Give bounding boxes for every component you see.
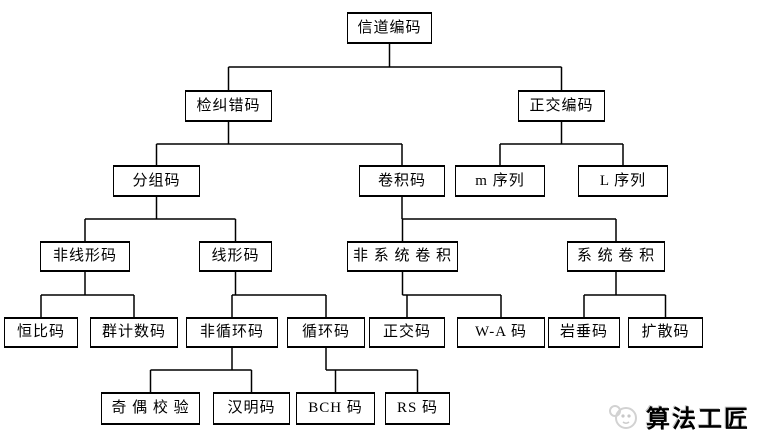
- node-hamming-code: 汉明码: [213, 392, 290, 425]
- node-orthogonal-coding: 正交编码: [518, 90, 605, 122]
- node-l-sequence: L 序列: [578, 165, 668, 197]
- node-channel-coding: 信道编码: [347, 12, 432, 44]
- node-nonsystematic-conv: 非 系 统 卷 积: [347, 241, 458, 272]
- node-orthogonal-code: 正交码: [369, 317, 445, 348]
- node-block-code: 分组码: [113, 165, 200, 197]
- watermark: 算法工匠: [606, 399, 750, 434]
- node-noncyclic-code: 非循环码: [186, 317, 278, 348]
- node-error-correction: 检纠错码: [185, 90, 272, 122]
- node-group-count-code: 群计数码: [90, 317, 178, 348]
- node-rs-code: RS 码: [385, 392, 450, 425]
- node-cyclic-code: 循环码: [287, 317, 365, 348]
- node-bch-code: BCH 码: [296, 392, 375, 425]
- node-wa-code: W-A 码: [457, 317, 545, 348]
- node-iwadare-code: 岩垂码: [548, 317, 620, 348]
- panda-mascot-icon: [606, 403, 640, 431]
- watermark-text: 算法工匠: [646, 406, 750, 433]
- node-diffusion-code: 扩散码: [628, 317, 703, 348]
- node-constant-ratio-code: 恒比码: [4, 317, 78, 348]
- node-systematic-conv: 系 统 卷 积: [567, 241, 665, 272]
- node-convolutional-code: 卷积码: [359, 165, 445, 197]
- node-m-sequence: m 序列: [455, 165, 545, 197]
- node-linear-code: 线形码: [199, 241, 272, 272]
- node-parity-check: 奇 偶 校 验: [101, 392, 200, 425]
- node-nonlinear-code: 非线形码: [40, 241, 130, 272]
